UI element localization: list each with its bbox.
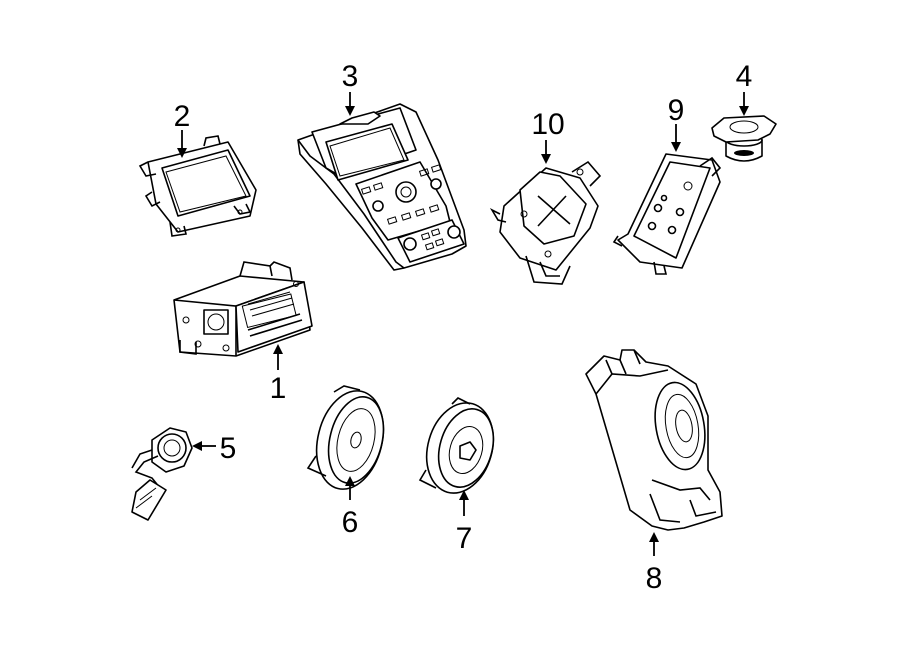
part-10-control-module[interactable]: [489, 160, 602, 285]
callout-2: 2: [174, 100, 191, 133]
callout-labels: 1 2 3 4 5 6 7 8 9 10: [174, 60, 753, 595]
part-3-center-console-bezel[interactable]: [297, 103, 467, 271]
part-6-speaker[interactable]: [306, 384, 393, 497]
part-5-sensor-harness[interactable]: [131, 427, 193, 521]
callout-arrows: [177, 92, 749, 556]
part-9-flat-module[interactable]: [612, 153, 722, 275]
callout-9: 9: [668, 94, 685, 127]
callout-6: 6: [342, 506, 359, 539]
callout-5: 5: [220, 432, 237, 465]
part-7-speaker[interactable]: [417, 395, 504, 501]
callout-3: 3: [342, 60, 359, 93]
callout-8: 8: [646, 562, 663, 595]
callout-10: 10: [531, 108, 564, 141]
callout-7: 7: [456, 522, 473, 555]
part-1-radio-receiver[interactable]: [173, 261, 313, 357]
part-4-small-module[interactable]: [711, 115, 777, 162]
part-8-subwoofer-enclosure[interactable]: [585, 349, 723, 531]
callout-4: 4: [736, 60, 753, 93]
part-2-display-module[interactable]: [138, 135, 257, 237]
callout-1: 1: [270, 372, 287, 405]
